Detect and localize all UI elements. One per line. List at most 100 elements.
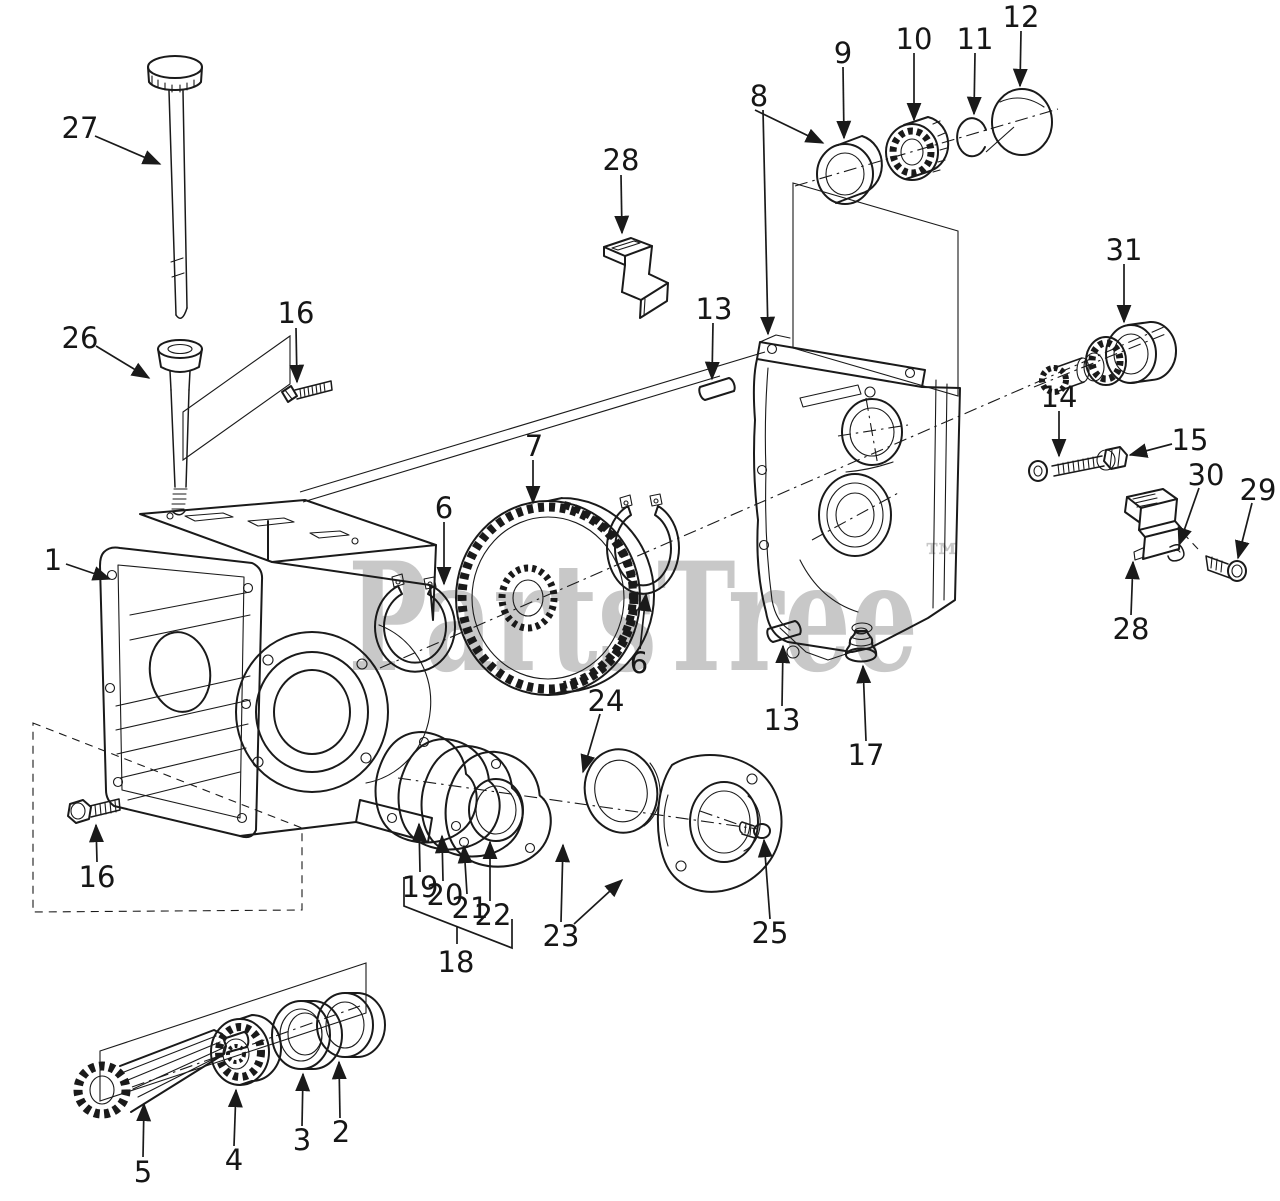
callout-label: 22 bbox=[475, 898, 512, 932]
callout-23: 23 bbox=[543, 843, 624, 953]
callout-15: 15 bbox=[1128, 423, 1209, 458]
callout-label: 10 bbox=[896, 22, 933, 56]
ring-2-drawing bbox=[316, 992, 386, 1058]
callout-label: 6 bbox=[435, 491, 453, 525]
callout-label: 14 bbox=[1041, 380, 1078, 414]
callout-9: 9 bbox=[834, 36, 852, 140]
callout-27: 27 bbox=[62, 111, 162, 165]
callout-label: 7 bbox=[525, 429, 543, 463]
clip-30-drawing bbox=[1167, 544, 1185, 562]
watermark: PartsTree ™ bbox=[348, 530, 962, 706]
callout-26: 26 bbox=[62, 321, 151, 379]
bolt-16-bottom-drawing bbox=[67, 798, 121, 824]
callout-label: 28 bbox=[603, 143, 640, 177]
callout-20: 20 bbox=[427, 834, 464, 912]
callout-label: 31 bbox=[1106, 233, 1143, 267]
callout-13-top: 13 bbox=[696, 292, 733, 381]
callout-19: 19 bbox=[402, 822, 439, 904]
callout-5: 5 bbox=[134, 1102, 152, 1189]
callout-label: 20 bbox=[427, 878, 464, 912]
callout-label: 8 bbox=[750, 79, 768, 113]
callout-label: 13 bbox=[764, 703, 801, 737]
callout-2: 2 bbox=[332, 1060, 350, 1149]
washer-14-drawing bbox=[1028, 460, 1048, 482]
callout-label: 9 bbox=[834, 36, 852, 70]
callout-10: 10 bbox=[896, 22, 933, 122]
callout-label: 29 bbox=[1240, 473, 1277, 507]
callouts: 27 26 16 28 8 9 10 11 bbox=[44, 0, 1277, 1189]
callout-label: 3 bbox=[293, 1123, 311, 1157]
plug-17-drawing bbox=[844, 627, 878, 663]
callout-8: 8 bbox=[750, 79, 825, 336]
callout-label: 4 bbox=[225, 1143, 243, 1177]
callout-16-bottom: 16 bbox=[79, 823, 116, 894]
callout-28-right: 28 bbox=[1113, 560, 1150, 646]
callout-24: 24 bbox=[580, 684, 625, 774]
callout-7: 7 bbox=[525, 429, 543, 505]
bracket-28-top-drawing bbox=[603, 237, 669, 319]
snap-ring-right-drawing bbox=[606, 493, 680, 595]
flange-cover-drawing bbox=[656, 754, 783, 893]
callout-label: 16 bbox=[278, 296, 315, 330]
callout-label: 24 bbox=[588, 684, 625, 718]
callout-16-top: 16 bbox=[278, 296, 315, 384]
callout-label: 15 bbox=[1172, 423, 1209, 457]
bolt-16-top-drawing bbox=[281, 380, 333, 403]
callout-label: 19 bbox=[402, 870, 439, 904]
callout-label: 23 bbox=[543, 919, 580, 953]
seal-ring-24-drawing bbox=[583, 748, 661, 834]
callout-1: 1 bbox=[44, 543, 112, 581]
bearing-10-drawing bbox=[885, 116, 950, 181]
input-shaft-drawing bbox=[73, 1029, 250, 1119]
callout-21: 21 bbox=[452, 844, 489, 925]
callout-label: 13 bbox=[696, 292, 733, 326]
callout-label: 6 bbox=[630, 646, 648, 680]
callout-25: 25 bbox=[752, 838, 789, 950]
callout-label: 11 bbox=[957, 22, 994, 56]
callout-31: 31 bbox=[1106, 233, 1143, 324]
snap-ring-11-drawing bbox=[956, 117, 987, 158]
plate-stack-drawing bbox=[374, 731, 552, 868]
cap-drawing bbox=[985, 88, 1053, 156]
pin-13-top-drawing bbox=[698, 377, 736, 401]
callout-18: 18 bbox=[403, 877, 513, 979]
callout-3: 3 bbox=[293, 1072, 311, 1157]
callout-30: 30 bbox=[1177, 458, 1225, 547]
callout-label: 27 bbox=[62, 111, 99, 145]
callout-29: 29 bbox=[1234, 473, 1277, 560]
snap-ring-left-drawing bbox=[374, 573, 456, 673]
bearing-4-drawing bbox=[210, 1014, 282, 1086]
bearing-assembly-31-drawing bbox=[1033, 320, 1178, 395]
callout-label: 17 bbox=[848, 738, 885, 772]
bearing-cup-drawing bbox=[816, 135, 883, 205]
callout-4: 4 bbox=[225, 1088, 243, 1177]
race-3-drawing bbox=[271, 1000, 343, 1070]
left-housing-drawing bbox=[99, 499, 437, 843]
pin-13-right-drawing bbox=[766, 620, 802, 643]
callout-11: 11 bbox=[957, 22, 994, 116]
callout-6-right: 6 bbox=[630, 592, 652, 680]
callout-label: 1 bbox=[44, 543, 62, 577]
callout-17: 17 bbox=[848, 664, 885, 772]
callout-label: 21 bbox=[452, 891, 489, 925]
callout-12: 12 bbox=[1003, 0, 1040, 88]
callout-label: 25 bbox=[752, 916, 789, 950]
bolt-15-drawing bbox=[1051, 446, 1128, 477]
callout-label: 16 bbox=[79, 860, 116, 894]
callout-label: 2 bbox=[332, 1115, 350, 1149]
screw-29-drawing bbox=[1205, 555, 1247, 582]
right-housing-drawing bbox=[752, 334, 961, 661]
callout-28-top: 28 bbox=[603, 143, 640, 235]
callout-label: 12 bbox=[1003, 0, 1040, 34]
gear-drawing bbox=[455, 497, 655, 696]
callout-label: 18 bbox=[438, 945, 475, 979]
plug-bolt-25-drawing bbox=[699, 810, 771, 839]
dipstick-drawing bbox=[147, 55, 203, 319]
callout-label: 26 bbox=[62, 321, 99, 355]
callout-14: 14 bbox=[1041, 380, 1078, 458]
callout-label: 30 bbox=[1188, 458, 1225, 492]
callout-label: 28 bbox=[1113, 612, 1150, 646]
callout-22: 22 bbox=[475, 840, 512, 932]
